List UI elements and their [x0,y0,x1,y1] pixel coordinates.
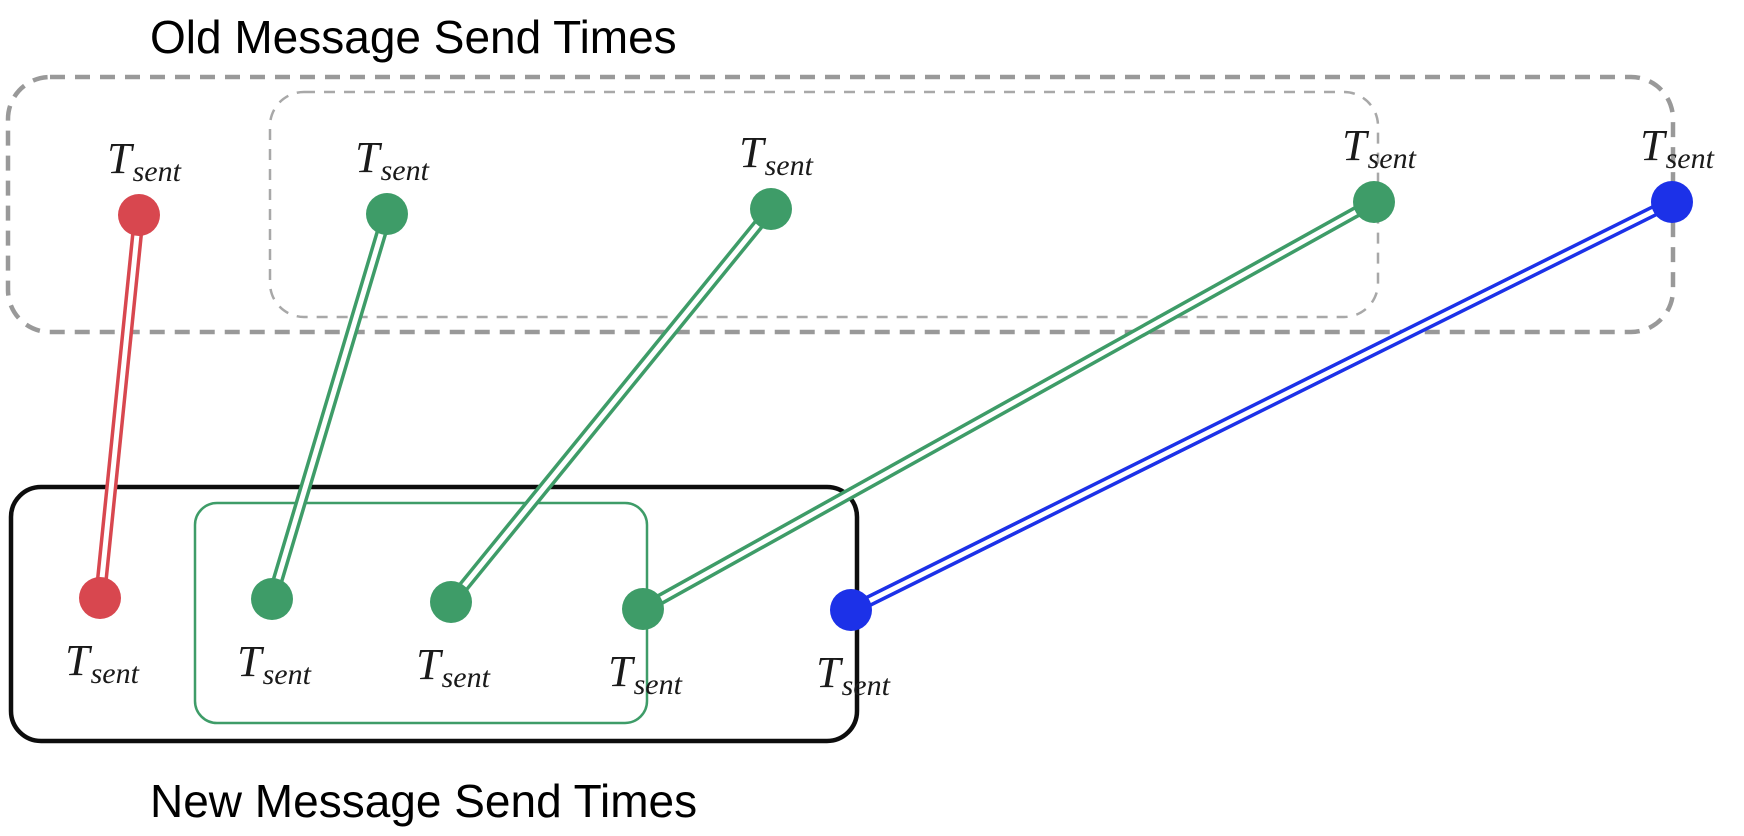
new-node-label-2: Tsent [416,640,490,693]
old-send-time-node-green-1 [366,193,408,235]
tsent-subscript: sent [380,154,429,188]
new-send-time-node-blue-4 [830,589,872,631]
old-send-time-node-blue-4 [1651,181,1693,223]
edge-green-1-core [269,213,390,600]
old-inner-dashed-box [268,90,1380,319]
tsent-subscript: sent [633,668,682,702]
new-node-label-0: Tsent [65,636,139,689]
old-node-label-3: Tsent [1342,121,1416,174]
old-node-label-1: Tsent [355,133,429,186]
tsent-subscript: sent [132,155,181,189]
new-send-time-node-green-2 [430,581,472,623]
old-node-label-0: Tsent [107,134,181,187]
old-node-label-4: Tsent [1640,121,1714,174]
tsent-main: T [237,637,262,686]
tsent-main: T [416,640,441,689]
new-node-label-1: Tsent [237,637,311,690]
tsent-main: T [816,648,841,697]
edge-red-0-core [97,214,142,599]
tsent-subscript: sent [441,661,490,695]
edge-green-2-core [449,207,773,604]
old-send-time-node-green-3 [1353,181,1395,223]
tsent-subscript: sent [262,658,311,692]
new-send-time-node-green-1 [251,578,293,620]
tsent-subscript: sent [1367,142,1416,176]
edge-blue-4-core [849,199,1674,613]
tsent-main: T [355,133,380,182]
tsent-main: T [65,636,90,685]
new-send-time-node-red-0 [79,577,121,619]
tsent-subscript: sent [764,149,813,183]
tsent-main: T [1640,121,1665,170]
tsent-subscript: sent [90,657,139,691]
tsent-main: T [739,128,764,177]
new-node-label-4: Tsent [816,648,890,701]
new-node-label-3: Tsent [608,647,682,700]
edge-green-3-core [641,199,1376,612]
old-group-title: Old Message Send Times [150,11,677,63]
new-group-title: New Message Send Times [150,775,698,827]
old-send-time-node-red-0 [118,194,160,236]
old-send-time-node-green-2 [750,188,792,230]
old-outer-dashed-box [5,74,1676,335]
tsent-subscript: sent [1665,142,1714,176]
new-send-time-node-green-3 [622,588,664,630]
tsent-main: T [1342,121,1367,170]
tsent-main: T [608,647,633,696]
tsent-subscript: sent [841,669,890,703]
tsent-main: T [107,134,132,183]
old-node-label-2: Tsent [739,128,813,181]
